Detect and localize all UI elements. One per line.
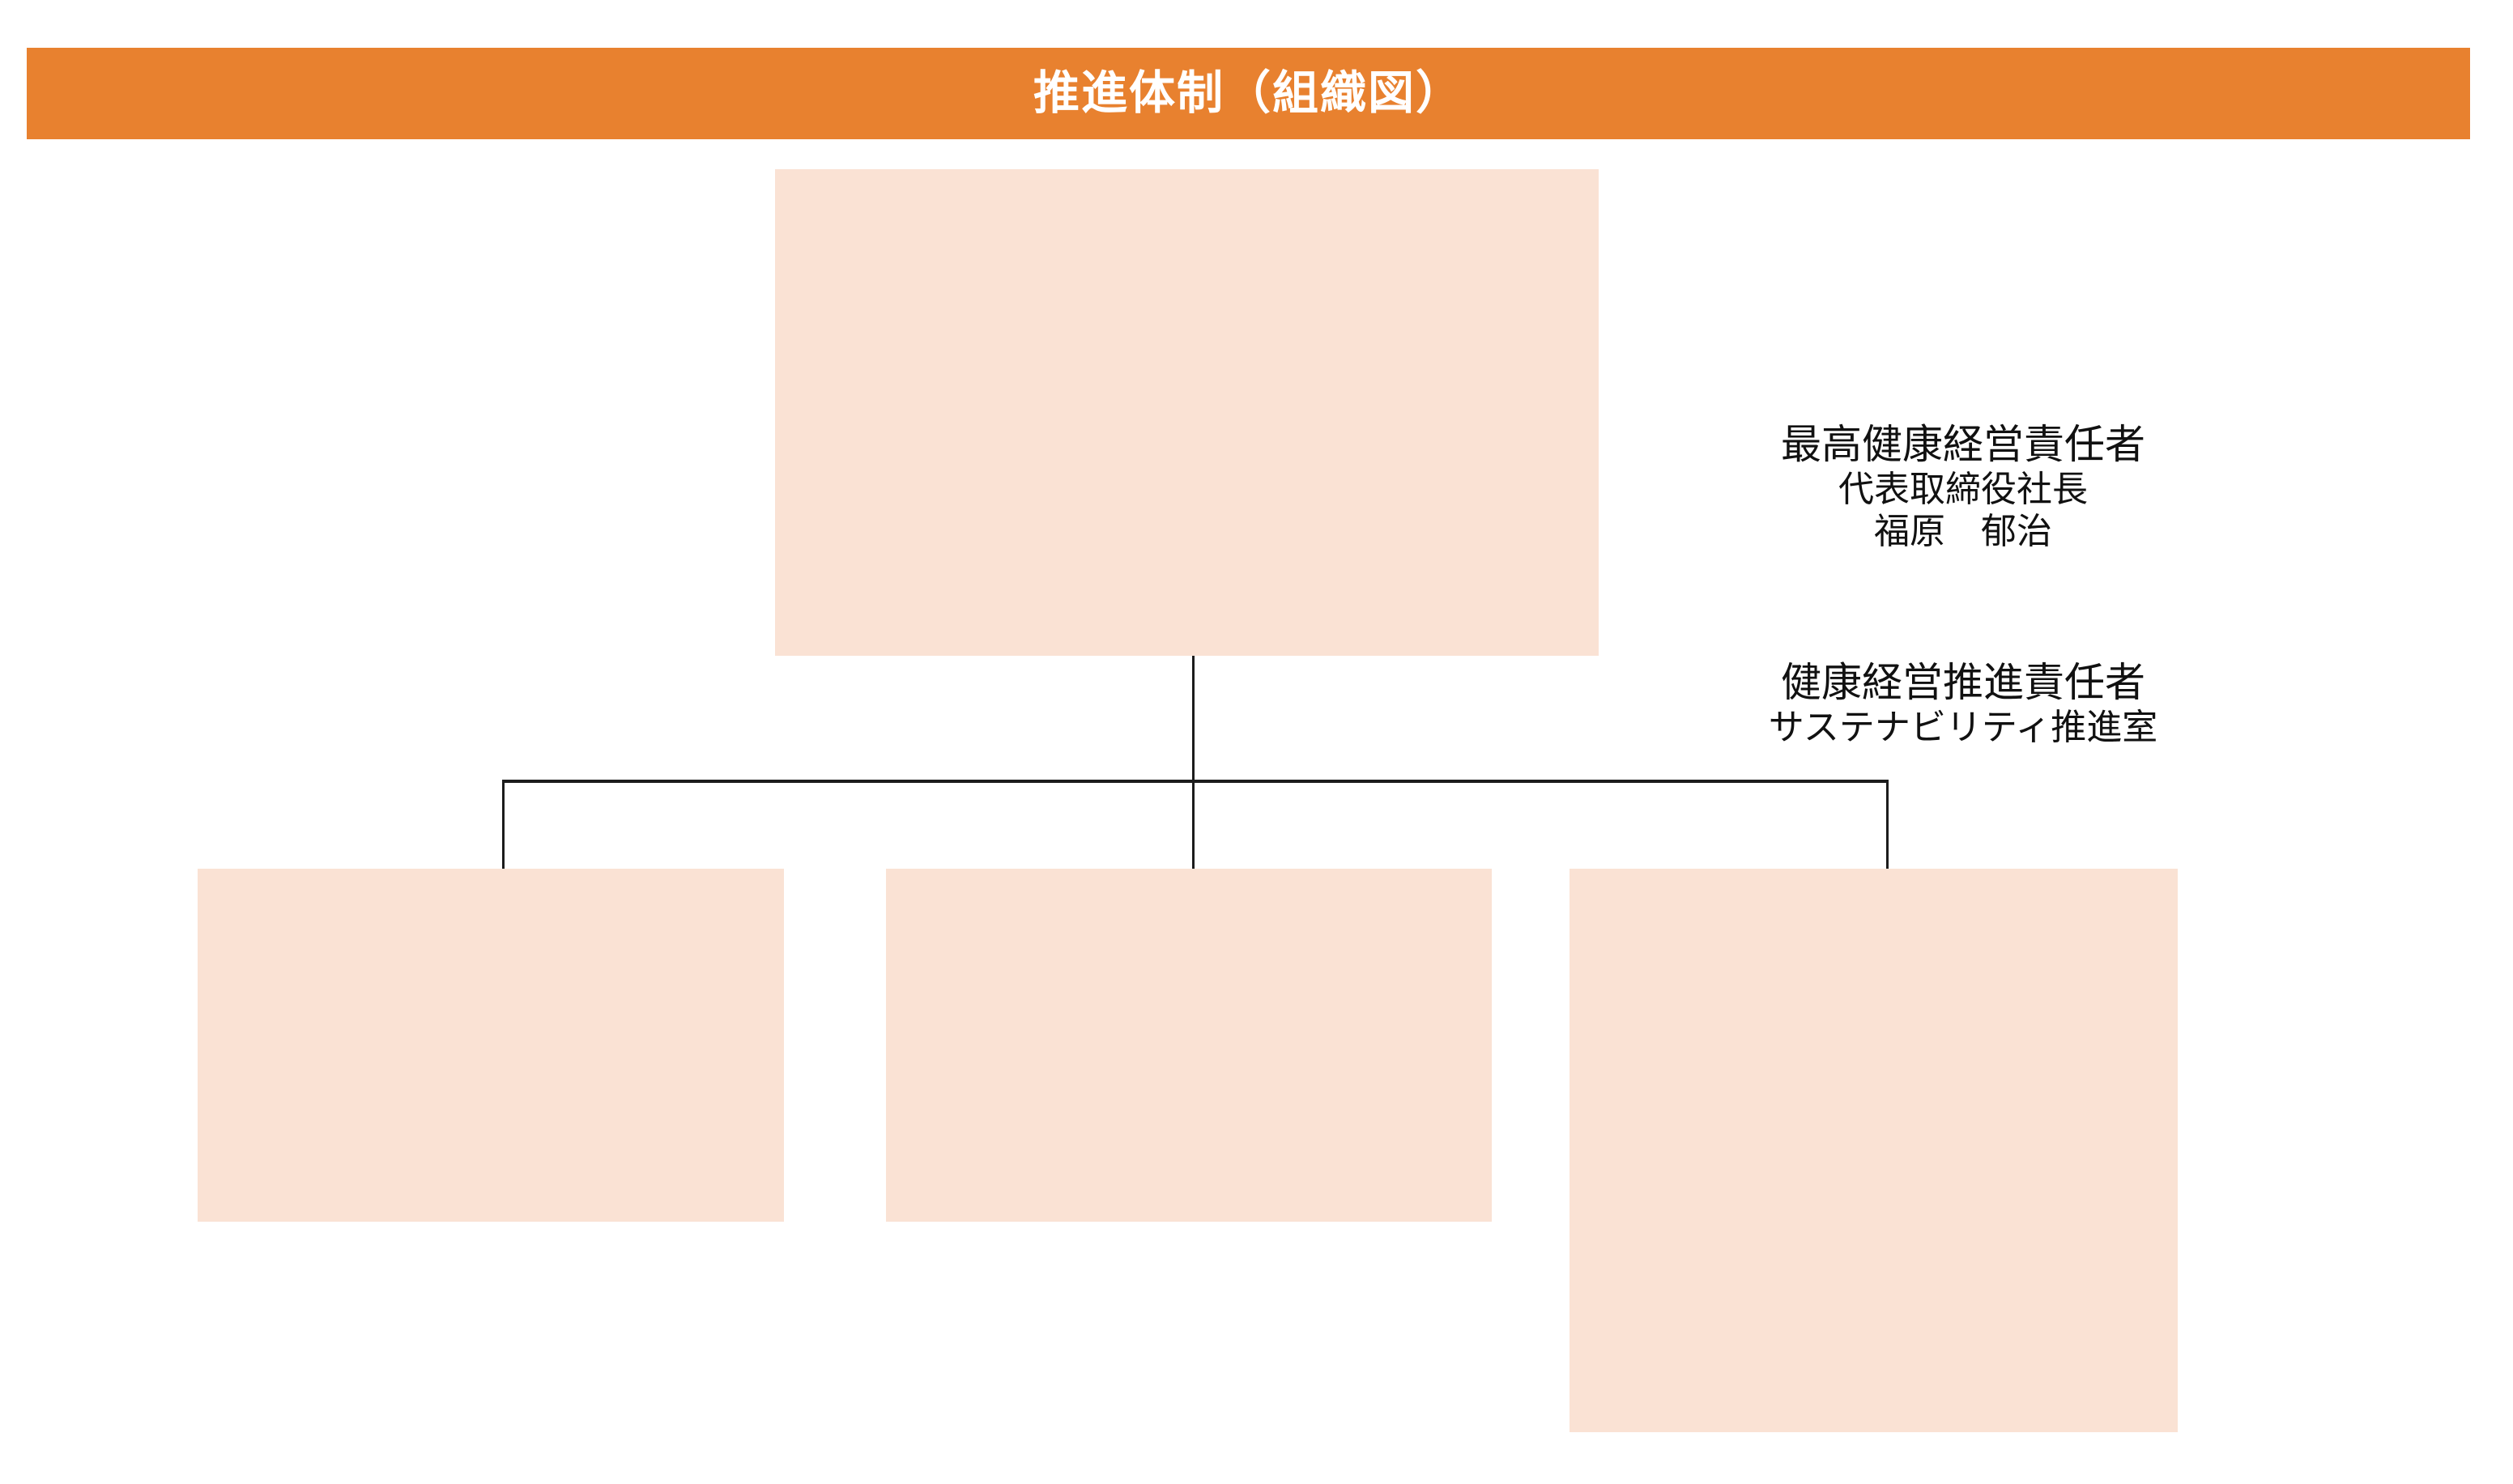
header-band: 推進体制（組織図） — [27, 48, 2470, 139]
group-branch-middle: サステナビリティ推進室 福原労働組合 — [886, 869, 1492, 1222]
connector-drop-middle — [1192, 780, 1195, 870]
node-line-name: 福原 郁治 — [1874, 512, 2052, 551]
page-title: 推進体制（組織図） — [1033, 67, 1463, 119]
node-line-position: 代表取締役社長 — [1838, 470, 2088, 510]
group-top-management: 最高健康経営責任者 代表取締役社長 福原 郁治 健康経営推進責任者 サステナビリ… — [775, 169, 2307, 778]
node-chief-health-officer: 最高健康経営責任者 代表取締役社長 福原 郁治 — [1619, 384, 2307, 590]
connector-trunk-vertical — [1192, 656, 1195, 782]
group-branch-left: 総務課 安全衛生委員会 — [198, 869, 784, 1222]
node-health-promotion-officer: 健康経営推進責任者 サステナビリティ推進室 — [1619, 629, 2307, 778]
node-line-title: 最高健康経営責任者 — [1781, 422, 2145, 468]
connector-drop-left — [502, 780, 505, 870]
group-branch-right: 人事課 全国健康保険協会 （協会けんぽ） 産業医 — [1570, 869, 2178, 1432]
connector-drop-right — [1886, 780, 1889, 870]
connector-horizontal-bar — [502, 780, 1889, 783]
node-line-department: サステナビリティ推進室 — [1768, 707, 2158, 747]
node-line-title: 健康経営推進責任者 — [1781, 659, 2145, 705]
